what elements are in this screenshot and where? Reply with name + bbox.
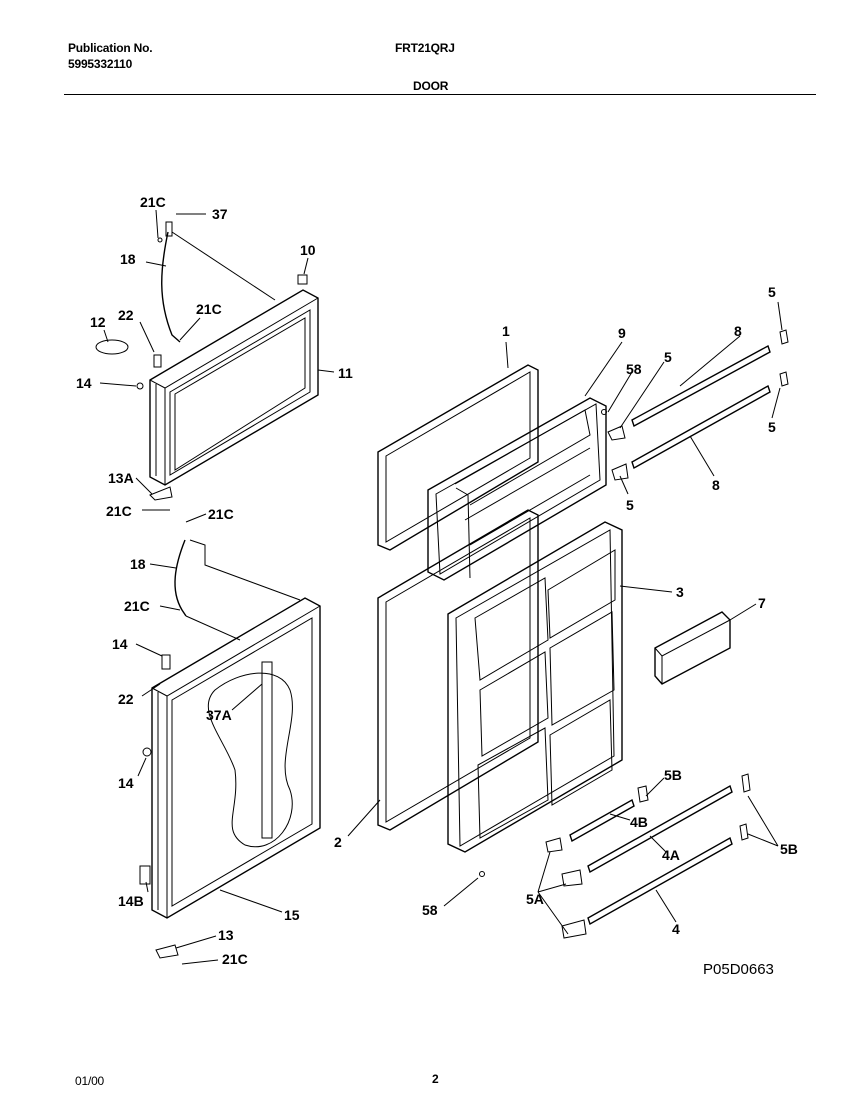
cap-5b-2 (741, 773, 751, 793)
callout: 5 (768, 284, 776, 300)
gasket-ring (95, 339, 129, 355)
leader-lines (99, 209, 783, 965)
dairy-door-7 (654, 611, 731, 685)
screw-58-lower (479, 871, 485, 877)
cap-5c (607, 425, 626, 441)
callout: 8 (712, 477, 720, 493)
freezer-gasket (377, 364, 539, 551)
callout: 8 (734, 323, 742, 339)
callout: 5 (768, 419, 776, 435)
callout: 21C (124, 598, 150, 614)
callout: 18 (130, 556, 146, 572)
callout: 21C (140, 194, 166, 210)
hinge-bushing (139, 865, 151, 885)
callout: 37A (206, 707, 232, 723)
freezer-door-liner (427, 397, 607, 581)
callout: 5A (526, 891, 544, 907)
rail-4b (569, 798, 635, 843)
callout: 14 (118, 775, 134, 791)
callout: 22 (118, 307, 134, 323)
hinge-pin-upper (153, 354, 162, 368)
callout: 22 (118, 691, 134, 707)
cap-5a-2 (561, 869, 583, 887)
callout: 5 (626, 497, 634, 513)
rail-8-lower (631, 384, 771, 470)
rail-4a (587, 784, 733, 874)
footer-date: 01/00 (75, 1074, 105, 1088)
callout: 5 (664, 349, 672, 365)
callout: 4B (630, 814, 648, 830)
cap-5b-1 (637, 785, 649, 803)
fresh-food-door-liner (447, 521, 623, 853)
callout: 21C (222, 951, 248, 967)
plug-button (297, 274, 308, 285)
callout: 21C (208, 506, 234, 522)
publication-label: Publication No. (68, 41, 153, 55)
callout: 1 (502, 323, 510, 339)
callout: 9 (618, 325, 626, 341)
hinge-cable-lower (174, 539, 187, 617)
cable-run-line (171, 231, 276, 301)
header-rule (64, 94, 816, 95)
screw-58-upper (601, 409, 607, 415)
callout: 13 (218, 927, 234, 943)
callout: 37 (212, 206, 228, 222)
callout: 12 (90, 314, 106, 330)
callout: 14 (112, 636, 128, 652)
model-number: FRT21QRJ (395, 41, 455, 55)
callout-labels: 21C 37 18 10 21C 12 22 14 11 13A 21C 21C… (76, 194, 798, 967)
callout: 13A (108, 470, 134, 486)
callout: 14 (76, 375, 92, 391)
cable-run-line-lower (189, 539, 301, 601)
fresh-food-door-panel (151, 597, 321, 919)
spring (165, 221, 173, 237)
callout: 4 (672, 921, 680, 937)
publication-number: 5995332110 (68, 57, 133, 71)
callout: 58 (626, 361, 642, 377)
cap-5b (779, 371, 789, 387)
cap-5d (611, 463, 629, 481)
callout: 10 (300, 242, 316, 258)
rail-8-upper (631, 344, 771, 428)
callout: 2 (334, 834, 342, 850)
callout: 14B (118, 893, 144, 909)
cap-5a-1 (545, 837, 563, 853)
callout: 7 (758, 595, 766, 611)
hinge-pin-lower (161, 654, 171, 670)
rail-4 (587, 836, 733, 926)
hinge-lower (155, 944, 179, 959)
grommet-lower (142, 747, 152, 757)
callout: 4A (662, 847, 680, 863)
hinge-bracket (149, 486, 173, 501)
cap-5b-3 (739, 823, 749, 841)
callout: 21C (196, 301, 222, 317)
callout: 58 (422, 902, 438, 918)
callout: 5B (664, 767, 682, 783)
diagram-code: P05D0663 (703, 961, 774, 978)
freezer-door-panel (149, 289, 319, 486)
fresh-food-gasket (377, 509, 539, 831)
section-title: DOOR (413, 79, 449, 93)
grommet (136, 382, 144, 390)
callout: 15 (284, 907, 300, 923)
callout: 5B (780, 841, 798, 857)
cap-5a (779, 329, 789, 345)
hinge-cable-upper (161, 231, 181, 343)
page-number: 2 (432, 1072, 439, 1086)
callout: 3 (676, 584, 684, 600)
cap-5a-3 (561, 919, 587, 939)
callout: 21C (106, 503, 132, 519)
callout: 11 (338, 365, 353, 381)
screw (157, 237, 163, 243)
callout: 18 (120, 251, 136, 267)
cable-run-line-lower2 (185, 615, 241, 641)
